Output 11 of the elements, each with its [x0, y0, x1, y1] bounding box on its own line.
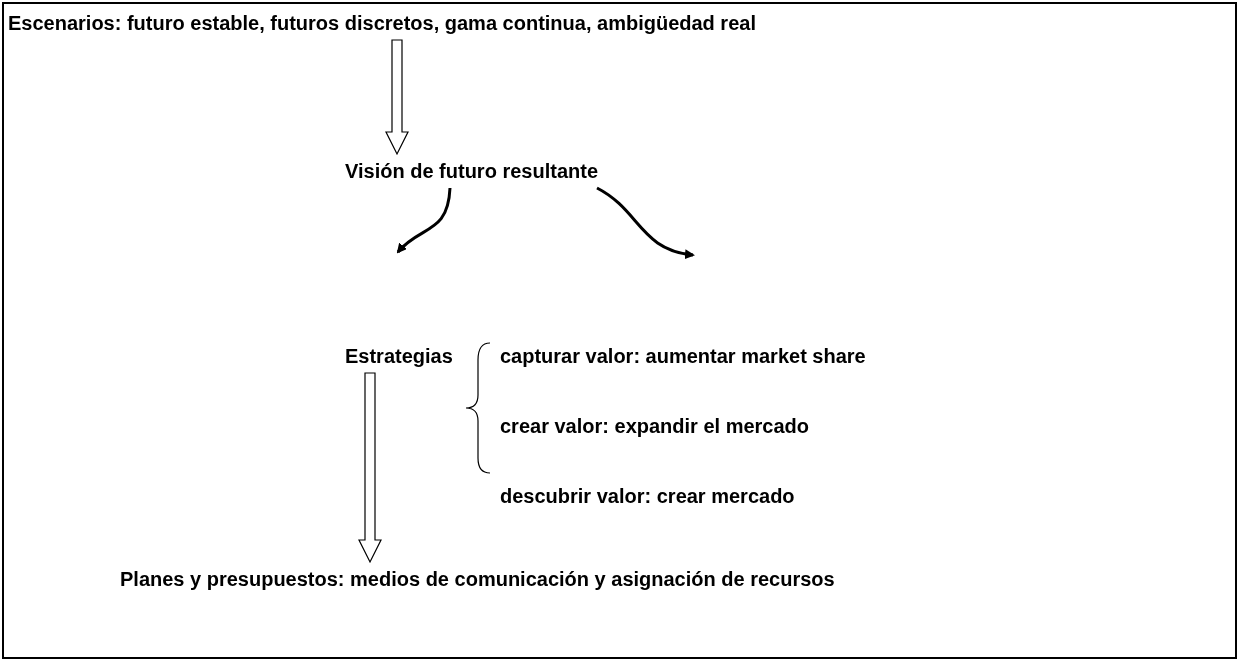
text-label: crear valor: expandir el mercado: [500, 413, 810, 439]
text-label: Estrategias: [345, 343, 453, 369]
curved-arrow: [596, 186, 695, 259]
text-label: Planes y presupuestos: medios de comunicación y asignación de recursos: [120, 566, 835, 592]
text-label: descubrir valor: crear mercado: [500, 483, 795, 509]
text-label: capturar valor: aumentar market share: [500, 343, 866, 369]
text-label: Escenarios: futuro estable, futuros discretos, gama continua, ambigüedad real: [8, 10, 756, 36]
curved-arrow: [396, 187, 452, 254]
hollow-arrow: [358, 372, 382, 564]
text-label: Visión de futuro resultante: [345, 158, 598, 184]
hollow-arrow: [385, 39, 409, 156]
